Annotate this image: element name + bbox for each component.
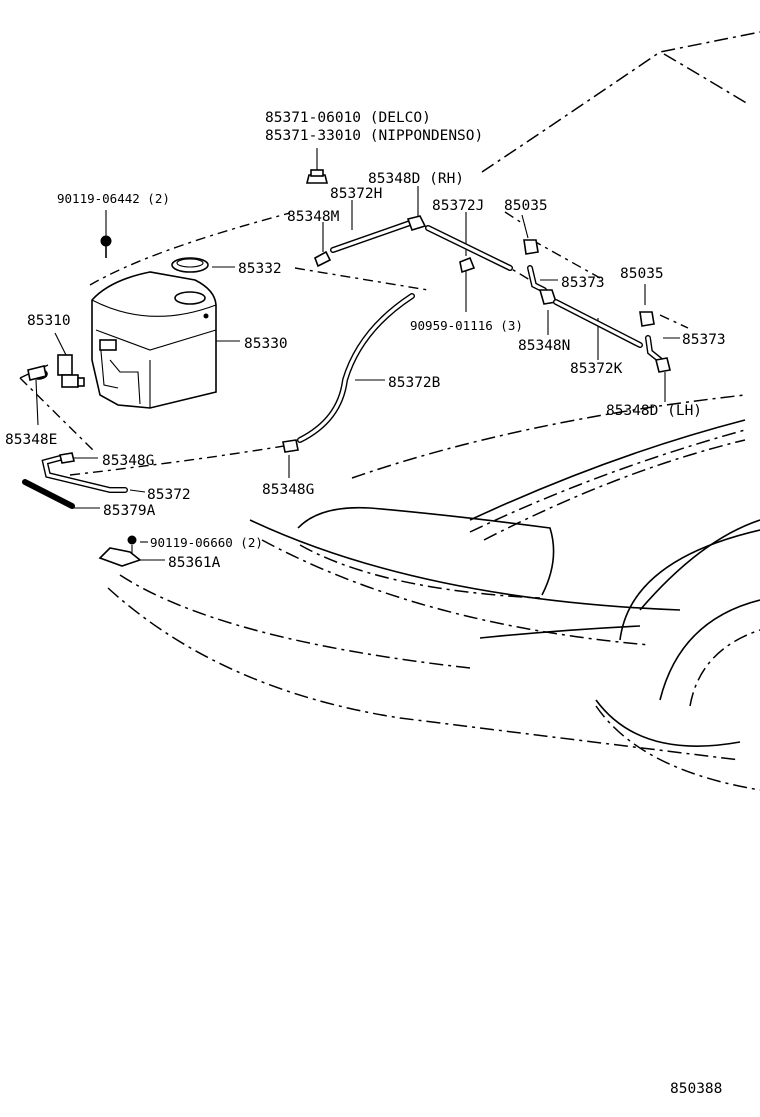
label-85361A[interactable]: 85361A: [168, 555, 221, 571]
vehicle-outline: [107, 31, 760, 791]
label-85373-a[interactable]: 85373: [561, 275, 605, 291]
label-85348M[interactable]: 85348M: [287, 209, 340, 225]
label-90959-01116[interactable]: 90959-01116 (3): [410, 318, 523, 333]
label-85373-b[interactable]: 85373: [682, 332, 726, 348]
hose-85373-a[interactable]: [527, 265, 547, 293]
bracket-85361A[interactable]: [98, 547, 142, 567]
hose-85372J[interactable]: [425, 225, 513, 271]
bolt-90119-06442[interactable]: [100, 235, 112, 258]
label-85310[interactable]: 85310: [27, 313, 71, 329]
connector-lines: [19, 211, 689, 476]
label-85348G-a[interactable]: 85348G: [102, 453, 154, 469]
cap-85332[interactable]: [171, 257, 209, 273]
label-85035-a[interactable]: 85035: [504, 198, 548, 214]
part-labels: 85371-06010 (DELCO) 85371-33010 (NIPPOND…: [5, 110, 726, 1097]
hose-85372H[interactable]: [330, 220, 413, 253]
joint-85348E[interactable]: [27, 365, 47, 381]
label-90119-06442[interactable]: 90119-06442 (2): [57, 191, 170, 206]
hose-85372K[interactable]: [553, 299, 643, 348]
nozzle-85035-a[interactable]: [523, 239, 539, 255]
label-85348D-LH[interactable]: 85348D (LH): [606, 403, 702, 419]
label-85371-33010[interactable]: 85371-33010 (NIPPONDENSO): [265, 128, 483, 144]
label-85372J[interactable]: 85372J: [432, 198, 484, 214]
clip-90959-01116[interactable]: [459, 256, 476, 274]
label-85372H[interactable]: 85372H: [330, 186, 382, 202]
joint-85348D-RH[interactable]: [406, 215, 427, 231]
drawing-code: 850388: [670, 1081, 722, 1097]
label-85348E[interactable]: 85348E: [5, 432, 57, 448]
label-85332[interactable]: 85332: [238, 261, 282, 277]
label-90119-06660[interactable]: 90119-06660 (2): [150, 535, 263, 550]
label-85348N[interactable]: 85348N: [518, 338, 570, 354]
hose-85373-b[interactable]: [645, 335, 663, 363]
label-85371-06010[interactable]: 85371-06010 (DELCO): [265, 110, 431, 126]
label-85330[interactable]: 85330: [244, 336, 288, 352]
leader-lines: [35, 148, 680, 561]
protector-85379A[interactable]: [22, 479, 75, 509]
hose-85372B[interactable]: [297, 293, 415, 443]
joint-85348G-a[interactable]: [59, 452, 75, 464]
label-85372B[interactable]: 85372B: [388, 375, 441, 391]
bolt-90119-06660[interactable]: [127, 535, 137, 545]
label-85348G-b[interactable]: 85348G: [262, 482, 314, 498]
nozzle-85035-b[interactable]: [639, 311, 655, 327]
washer-tank-85330[interactable]: [91, 271, 217, 409]
label-85035-b[interactable]: 85035: [620, 266, 664, 282]
joint-85348G-b[interactable]: [282, 439, 299, 453]
joint-85348D-LH[interactable]: [655, 357, 671, 373]
label-85372[interactable]: 85372: [147, 487, 191, 503]
label-85372K[interactable]: 85372K: [570, 361, 623, 377]
label-85348D-RH[interactable]: 85348D (RH): [368, 171, 464, 187]
nozzle-85371[interactable]: [305, 169, 329, 184]
hose-85372[interactable]: [41, 455, 128, 493]
label-85379A[interactable]: 85379A: [103, 503, 156, 519]
joint-85348M[interactable]: [314, 250, 332, 268]
